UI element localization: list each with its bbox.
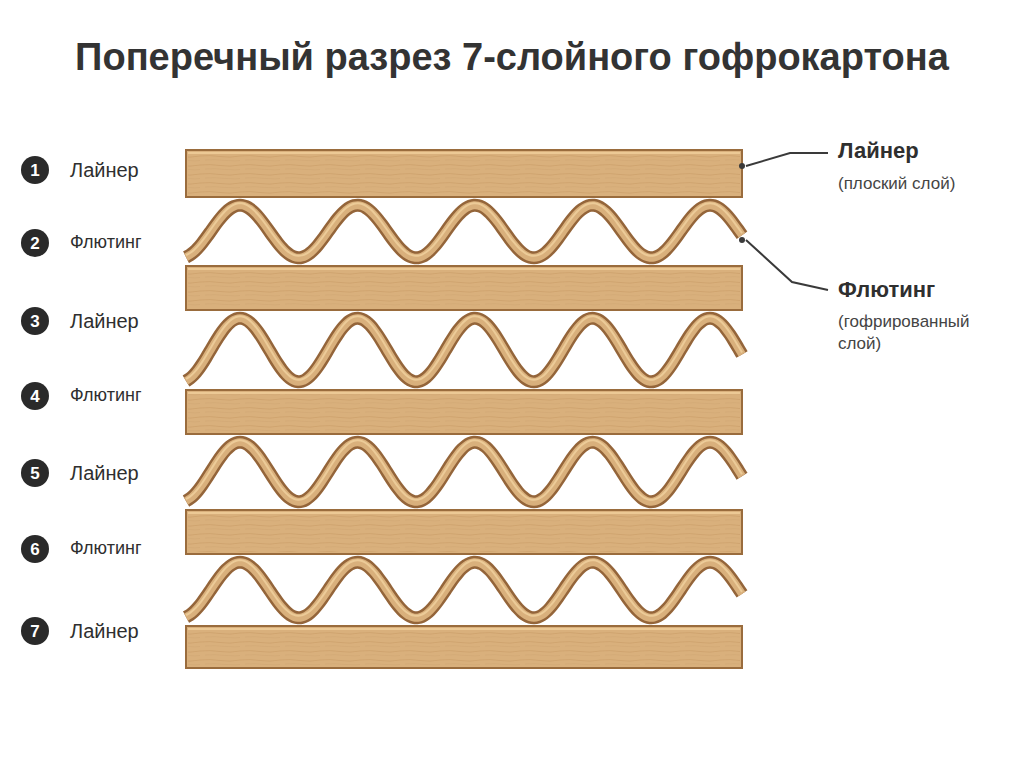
- layer-name: Лайнер: [70, 308, 139, 334]
- callout-number: 1: [21, 156, 49, 184]
- fluting-fill: [186, 442, 742, 502]
- fluting-fill: [186, 205, 742, 258]
- callout-number-text: 3: [30, 313, 39, 330]
- callout-number: 5: [21, 459, 49, 487]
- callout-number-text: 2: [30, 235, 39, 252]
- liner-layer: [186, 510, 742, 554]
- callout-number-text: 5: [30, 465, 39, 482]
- callout-number: 3: [21, 307, 49, 335]
- layer-name: Лайнер: [70, 460, 139, 486]
- callout-number: 7: [21, 617, 49, 645]
- liner-texture: [188, 392, 740, 432]
- layer-name: Флютинг: [70, 231, 142, 254]
- callout-note: (плоский слой): [838, 173, 955, 195]
- callout-number-text: 7: [30, 623, 39, 640]
- layer-name: Флютинг: [70, 537, 142, 560]
- liner-texture: [188, 268, 740, 308]
- fluting-layer: [186, 442, 742, 502]
- callout-number-text: 4: [30, 388, 39, 405]
- liner-layer: [186, 150, 742, 197]
- layer-name: Лайнер: [70, 618, 139, 644]
- callout-number: 6: [21, 535, 49, 563]
- layer-name: Лайнер: [70, 157, 139, 183]
- fluting-fill: [186, 562, 742, 618]
- liner-layer: [186, 626, 742, 668]
- callout-title: Флютинг: [838, 276, 935, 305]
- diagram-title: Поперечный разрез 7-слойного гофрокартон…: [75, 36, 949, 79]
- fluting-layer: [186, 562, 742, 618]
- liner-layer: [186, 266, 742, 310]
- callout-number-text: 6: [30, 541, 39, 558]
- callout-note: (гофрированный слой): [838, 311, 1008, 355]
- liner-layer: [186, 390, 742, 434]
- liner-texture: [188, 512, 740, 552]
- callout-number: 4: [21, 382, 49, 410]
- liner-texture: [188, 628, 740, 666]
- callout-title: Лайнер: [838, 137, 919, 166]
- callout-number-text: 1: [30, 162, 39, 179]
- layer-name: Флютинг: [70, 384, 142, 407]
- callout-number: 2: [21, 229, 49, 257]
- liner-texture: [188, 152, 740, 195]
- fluting-layer: [186, 205, 742, 258]
